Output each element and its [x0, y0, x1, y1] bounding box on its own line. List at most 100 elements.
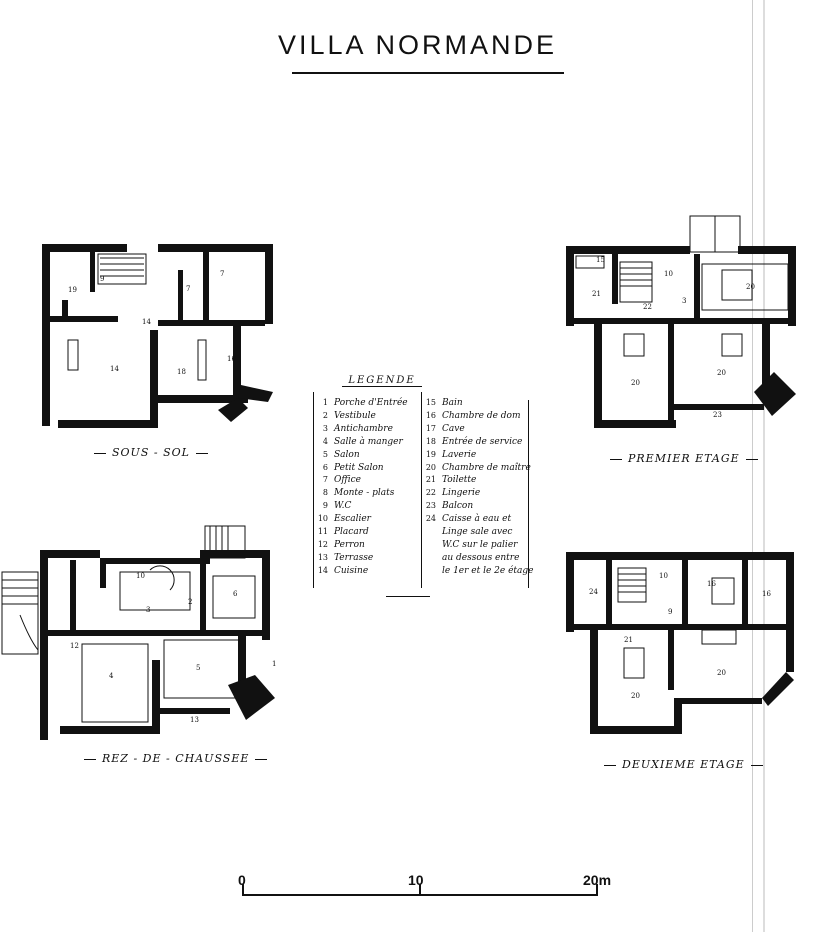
room-label-18: 18: [177, 368, 186, 376]
scale-label-zero: 0: [238, 872, 246, 888]
legend-item-label: Laverie: [442, 449, 477, 460]
legend-item-number: 9: [322, 501, 328, 511]
legend-item-number: [424, 539, 436, 552]
room-label-20: 20: [631, 692, 640, 700]
caption-deuxieme-etage: DEUXIEME ETAGE: [598, 758, 769, 771]
legend-item-label: Salon: [334, 449, 360, 460]
room-label-14: 14: [142, 318, 151, 326]
legend-item-label: Balcon: [442, 501, 474, 512]
legend-item: 12 Perron: [316, 539, 408, 552]
legend-item: 14 Cuisine: [316, 565, 408, 578]
legend-item-number: 10: [317, 514, 328, 524]
legend-item-number: [424, 526, 436, 539]
legend-item-label: Cave: [442, 423, 465, 434]
legend-item-label: Perron: [334, 539, 365, 550]
legend-item-number: 12: [317, 539, 328, 549]
room-label-21: 21: [592, 290, 601, 298]
legend-item-number: 16: [425, 410, 436, 420]
legend-title: LEGENDE: [342, 375, 422, 387]
legend-item-number: 6: [322, 462, 328, 472]
legend-item: au dessous entre: [424, 552, 533, 565]
legend-item-label: Entrée de service: [442, 436, 523, 447]
plan-sous-sol: [38, 240, 278, 430]
scale-tick: [596, 884, 598, 896]
legend-item-label: le 1er et le 2e étage: [442, 565, 534, 576]
room-label-7: 7: [186, 285, 191, 293]
legend-item: 19 Laverie: [424, 449, 533, 462]
room-label-7: 7: [220, 270, 225, 278]
legend-item-label: Terrasse: [334, 552, 374, 563]
room-label-10: 10: [136, 572, 145, 580]
legend-item: 16 Chambre de dom: [424, 410, 533, 423]
floor-plan-rez-de-chaussee: [1, 525, 275, 740]
room-label-19: 19: [68, 286, 77, 294]
legend-item-label: Antichambre: [334, 423, 393, 434]
legend-border: [313, 392, 314, 588]
room-label-20: 20: [631, 379, 640, 387]
legend-item-number: 4: [322, 436, 328, 446]
legend-item-number: 1: [322, 398, 328, 407]
legend-item-number: 23: [425, 501, 436, 511]
legend-item-label: Petit Salon: [334, 462, 384, 473]
floor-plan-deuxieme-etage: [566, 552, 794, 734]
legend-item-number: 15: [425, 398, 436, 407]
floor-plan-sous-sol: [42, 244, 273, 428]
legend-item-number: 11: [317, 527, 328, 537]
legend-item-label: Linge sale avec: [442, 527, 513, 538]
legend-item-number: 13: [317, 552, 328, 562]
caption-premier-etage: PREMIER ETAGE: [604, 452, 764, 465]
legend-item: 23 Balcon: [424, 500, 533, 513]
legend-item-label: Lingerie: [442, 488, 481, 499]
legend-item-label: Chambre de dom: [442, 410, 521, 421]
legend-divider: [421, 392, 422, 588]
room-label-6: 6: [233, 590, 238, 598]
legend-item-label: Escalier: [334, 514, 371, 525]
room-label-21: 21: [624, 636, 633, 644]
legend-item-number: [424, 552, 436, 565]
room-label-10: 10: [664, 270, 673, 278]
room-label-1: 1: [272, 660, 277, 668]
room-label-3: 3: [682, 297, 687, 305]
room-label-5: 5: [196, 664, 201, 672]
room-label-15: 15: [596, 256, 605, 264]
legend-item-label: Toilette: [442, 475, 477, 486]
legend-item-label: Placard: [334, 527, 369, 538]
legend-item-label: Porche d'Entrée: [334, 398, 408, 408]
legend-item-label: Chambre de maître: [442, 462, 531, 473]
legend-item-label: W.C sur le palier: [442, 539, 518, 550]
caption-rez-de-chaussee: REZ - DE - CHAUSSEE: [78, 752, 273, 765]
legend-item: 11 Placard: [316, 526, 408, 539]
room-label-20: 20: [717, 669, 726, 677]
legend-item-number: [424, 565, 436, 578]
legend-item-label: Cuisine: [334, 565, 369, 576]
legend-item-number: 7: [322, 475, 328, 485]
room-label-22: 22: [643, 303, 652, 311]
legend-item-number: 22: [425, 488, 436, 498]
legend-item-number: 14: [317, 565, 328, 575]
room-label-20: 20: [717, 369, 726, 377]
floor-plan-premier-etage: [566, 215, 796, 428]
legend-item-number: 18: [425, 436, 436, 446]
room-label-12: 12: [70, 642, 79, 650]
room-label-16: 16: [227, 355, 236, 363]
legend-item: 22 Lingerie: [424, 487, 533, 500]
legend-item-number: 2: [322, 410, 328, 420]
room-label-24: 24: [589, 588, 598, 596]
room-label-13: 13: [190, 716, 199, 724]
legend-item-number: 19: [425, 449, 436, 459]
plan-deuxieme-etage: [562, 548, 802, 748]
legend-item: 6 Petit Salon: [316, 462, 408, 475]
room-label-9: 9: [668, 608, 673, 616]
legend-item-label: Caisse à eau et: [442, 514, 512, 525]
